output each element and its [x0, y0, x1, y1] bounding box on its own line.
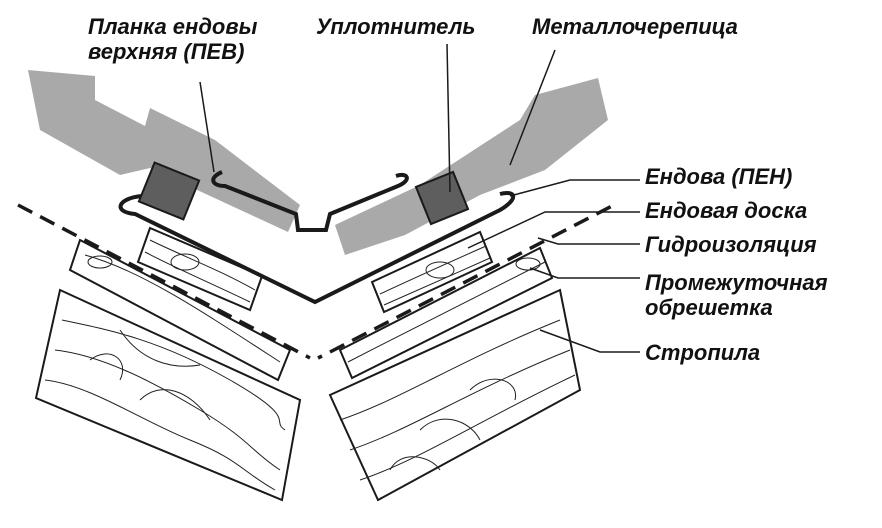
rafter-left — [34, 288, 302, 502]
leader-lines — [199, 43, 640, 353]
metal-tile-left — [28, 70, 300, 232]
leader-rafters — [539, 329, 640, 353]
label-intermediate-batten: Промежуточная обрешетка — [645, 270, 828, 320]
leader-valley-board — [467, 211, 640, 249]
label-rafters: Стропила — [645, 340, 761, 365]
label-valley-top-strip-line1: Планка ендовы — [88, 14, 258, 39]
leader-intermediate-batten — [529, 267, 640, 279]
leader-valley-bottom — [509, 179, 640, 197]
label-valley-bottom: Ендова (ПЕН) — [645, 164, 793, 189]
leader-sealant — [446, 43, 451, 193]
valley-bottom-flashing — [118, 191, 516, 305]
intermediate-batten-left — [68, 238, 292, 382]
rafter-right — [328, 288, 582, 502]
sealant-block-right — [414, 170, 470, 226]
metal-tile-right — [335, 78, 608, 255]
leader-waterproofing — [537, 237, 640, 245]
valley-top-strip — [211, 170, 409, 232]
label-metal-tile: Металлочерепица — [532, 14, 738, 39]
leader-valley-top-strip — [199, 81, 215, 173]
waterproofing-membrane — [17, 203, 613, 360]
label-valley-board: Ендовая доска — [645, 198, 808, 223]
label-valley-top-strip: Планка ендовы верхняя (ПЕВ) — [88, 14, 257, 64]
intermediate-batten-right — [338, 246, 554, 380]
leader-metal-tile — [509, 49, 556, 166]
valley-board-right — [370, 230, 494, 314]
label-intermediate-batten-line1: Промежуточная — [645, 270, 828, 295]
label-sealant: Уплотнитель — [316, 14, 476, 39]
label-waterproofing: Гидроизоляция — [645, 232, 817, 257]
sealant-block-left — [137, 161, 201, 221]
label-intermediate-batten-line2: обрешетка — [645, 295, 773, 320]
label-valley-top-strip-line2: верхняя (ПЕВ) — [88, 39, 245, 64]
